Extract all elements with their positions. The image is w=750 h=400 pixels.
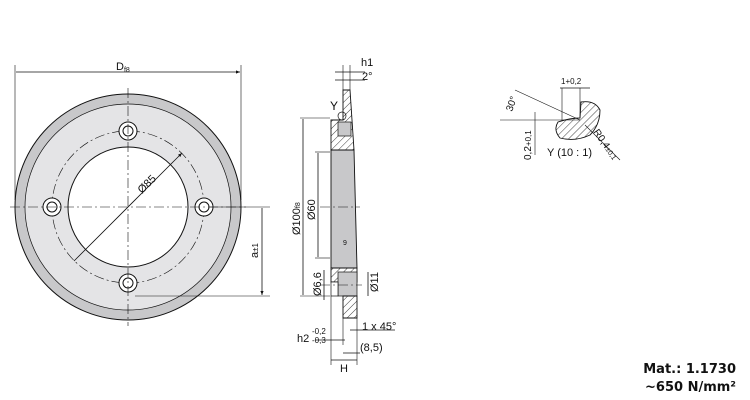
- h2-tol-upper: -0,2: [312, 327, 326, 336]
- dia60-label: Ø60: [306, 199, 318, 220]
- h1-label: h1: [361, 57, 373, 69]
- h2-tol-lower: -0,3: [312, 336, 326, 345]
- dia100-label: Ø100f8: [291, 202, 303, 235]
- detail-width-label: 1+0,2: [561, 77, 582, 86]
- dia66-label: Ø6,6: [312, 272, 324, 296]
- detail-y-view: [500, 87, 621, 161]
- material-label: Mat.: 1.1730: [643, 362, 736, 377]
- H-label: H: [340, 363, 348, 375]
- angle-2-label: 2°: [362, 71, 373, 83]
- height-label: a±1: [249, 242, 261, 258]
- h2-label: h2: [297, 333, 309, 345]
- side-view: [300, 65, 395, 365]
- dim-8-5-label: (8,5): [360, 342, 383, 354]
- detail-angle-label: 30°: [504, 95, 520, 113]
- detail-depth-label: 0,2+0,1: [523, 130, 534, 160]
- dim-9-label: 9: [343, 240, 347, 247]
- dia11-label: Ø11: [369, 272, 381, 292]
- detail-title: Y (10 : 1): [547, 147, 592, 159]
- strength-label: ~650 N/mm²: [645, 380, 736, 395]
- front-view: [10, 65, 270, 326]
- detail-radius-label: R0,4±0,1: [591, 127, 620, 162]
- outer-dia-label: Df8: [116, 61, 130, 74]
- chamfer-label: 1 x 45°: [362, 321, 396, 333]
- detail-ref-label: Y: [330, 99, 338, 113]
- dimension-labels: Df8 Ø85 a±1 h1 2° Y Ø100f8 Ø60 9 Ø6,6 Ø1…: [116, 57, 620, 375]
